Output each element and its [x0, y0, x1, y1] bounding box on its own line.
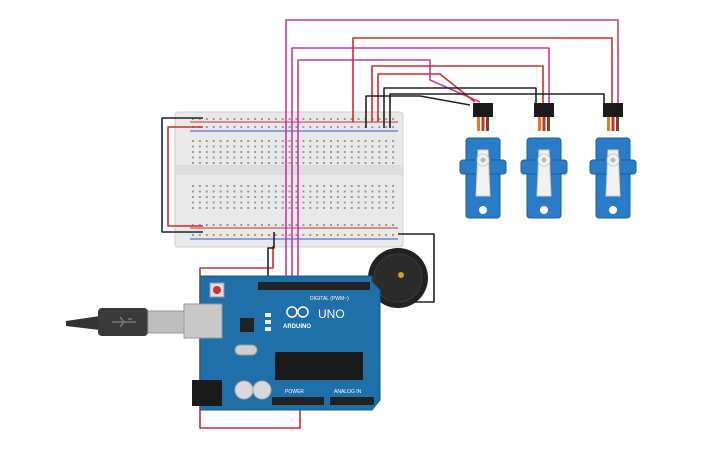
wire-magenta-servo3 — [285, 19, 619, 286]
wire-magenta-servo2 — [291, 47, 550, 286]
wire-black-left — [161, 117, 203, 233]
wire-black-servo2 — [383, 87, 537, 128]
arduino-model: UNO — [318, 307, 345, 321]
power-header-label: POWER — [285, 389, 304, 395]
wire-black-gnd — [267, 232, 275, 282]
arduino-logo-icon — [286, 306, 309, 318]
servo-1[interactable] — [459, 103, 507, 219]
wire-red-servo3 — [352, 37, 613, 122]
breadboard[interactable] — [174, 111, 404, 248]
wire-black-buzzer — [398, 233, 435, 303]
arduino-uno-board[interactable]: ARDUINO UNO DIGITAL (PWM~) POWER ANALOG … — [183, 275, 381, 411]
piezo-buzzer[interactable] — [368, 248, 428, 308]
analog-header-label: ANALOG IN — [334, 389, 362, 395]
wire-black-servo1 — [365, 95, 471, 128]
arduino-brand: ARDUINO — [283, 324, 311, 330]
wire-black-servo3 — [389, 93, 605, 128]
wires — [161, 19, 619, 429]
wire-red-left — [167, 126, 203, 227]
usb-cable[interactable] — [66, 308, 187, 336]
wire-red-servo2 — [371, 65, 544, 122]
usb-icon — [112, 316, 136, 328]
servo-3[interactable] — [589, 103, 637, 219]
digital-header-label: DIGITAL (PWM~) — [310, 296, 349, 302]
servo-2[interactable] — [520, 103, 568, 219]
